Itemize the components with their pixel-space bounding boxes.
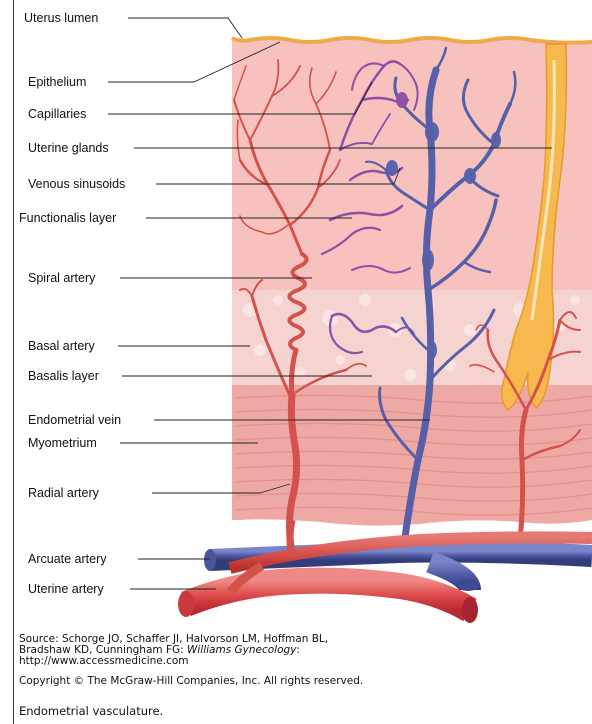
figure-caption: Endometrial vasculature. [19,704,163,718]
label-endometrial-vein: Endometrial vein [28,413,121,427]
label-myometrium: Myometrium [28,436,97,450]
label-spiral-artery: Spiral artery [28,271,95,285]
label-capillaries: Capillaries [28,107,86,121]
label-functionalis-layer: Functionalis layer [19,211,116,225]
label-uterus-lumen: Uterus lumen [24,11,98,25]
label-basal-artery: Basal artery [28,339,95,353]
label-basalis-layer: Basalis layer [28,369,99,383]
label-uterine-artery: Uterine artery [28,582,104,596]
label-uterine-glands: Uterine glands [28,141,109,155]
copyright-line: Copyright © The McGraw-Hill Companies, I… [19,676,363,687]
source-url: http://www.accessmedicine.com [19,656,189,667]
label-venous-sinusoids: Venous sinusoids [28,177,125,191]
label-epithelium: Epithelium [28,75,86,89]
label-radial-artery: Radial artery [28,486,99,500]
label-arcuate-artery: Arcuate artery [28,552,107,566]
endometrium-illustration [0,0,592,630]
